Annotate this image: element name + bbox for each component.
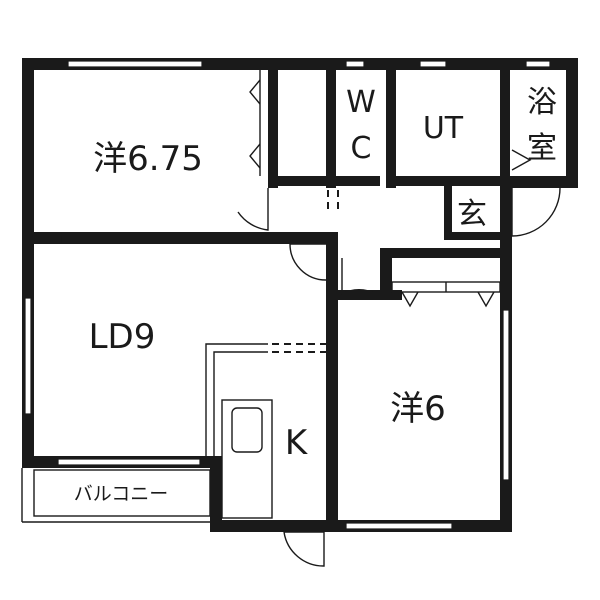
closets xyxy=(61,70,501,308)
room-label-balcony: バルコニー xyxy=(74,483,169,505)
room-label-living-dining: LD9 xyxy=(89,317,156,357)
room-label-entrance: 玄 xyxy=(457,197,487,232)
room-label-western-large: 洋6.75 xyxy=(93,139,203,179)
room-label-wc-c: C xyxy=(351,131,372,166)
room-label-bath-bottom: 室 xyxy=(527,131,557,166)
room-label-wc-w: W xyxy=(346,85,376,120)
room-label-western-small: 洋6 xyxy=(390,389,446,429)
windows xyxy=(24,60,551,530)
balcony xyxy=(21,468,211,523)
room-labels: 洋6.75 W C UT 浴 室 玄 LD9 洋6 K バルコニー xyxy=(74,85,557,505)
kitchen-counter xyxy=(205,343,326,519)
room-label-kitchen: K xyxy=(285,423,309,463)
doors xyxy=(237,149,561,567)
room-label-bath-top: 浴 xyxy=(527,85,557,120)
room-label-utility: UT xyxy=(423,111,464,146)
sink-icon xyxy=(231,407,263,453)
interior-walls xyxy=(22,58,512,532)
